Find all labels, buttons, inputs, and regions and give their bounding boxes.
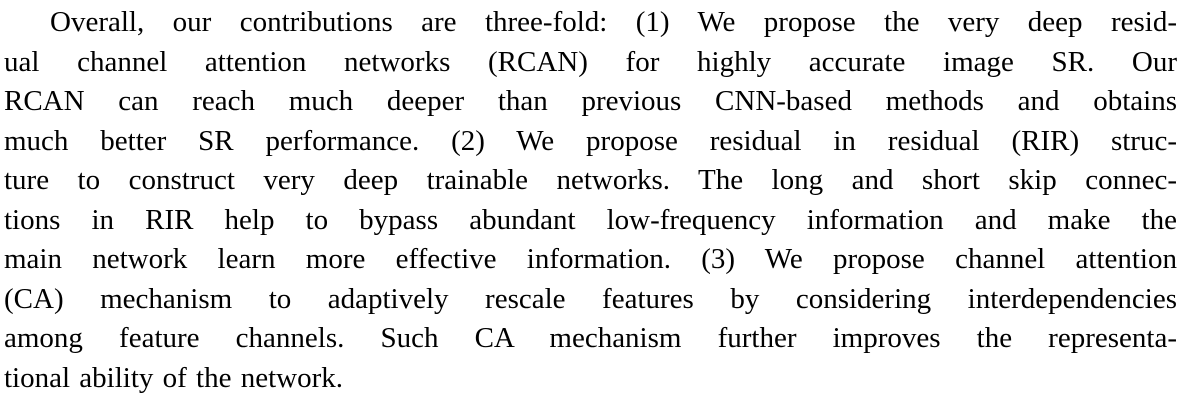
paragraph-line: main network learn more effective inform… (4, 243, 1177, 275)
paragraph-line: Overall, our contributions are three-fol… (50, 6, 1177, 38)
paragraph-line: much better SR performance. (2) We propo… (4, 124, 1177, 157)
paragraph-line: RCAN can reach much deeper than previous… (4, 85, 1177, 117)
paper-paragraph: Overall, our contributions are three-fol… (4, 3, 1177, 398)
paragraph-line: ual channel attention networks (RCAN) fo… (4, 45, 1177, 78)
paragraph-line: tional ability of the network. (4, 361, 344, 394)
paragraph-line: tions in RIR help to bypass abundant low… (4, 203, 1177, 236)
paragraph-line: (CA) mechanism to adaptively rescale fea… (4, 282, 1177, 315)
paragraph-line: among feature channels. Such CA mechanis… (4, 322, 1177, 354)
paragraph-line: ture to construct very deep trainable ne… (4, 164, 1177, 196)
